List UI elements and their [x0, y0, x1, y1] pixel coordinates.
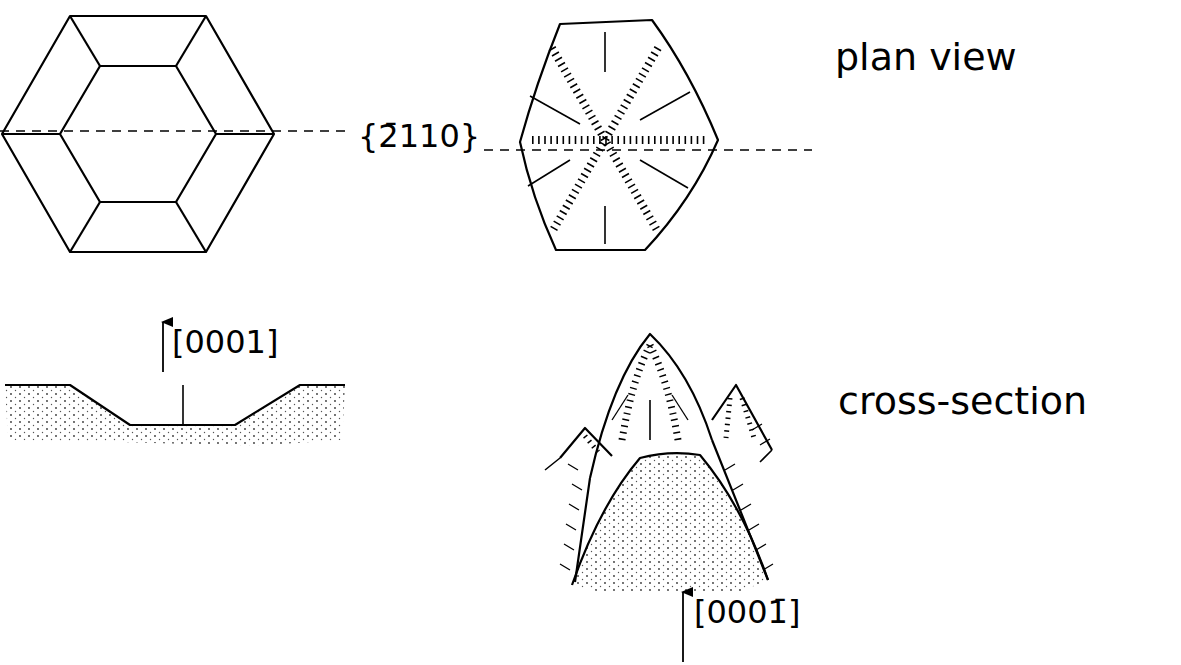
pit-hexagon [2, 16, 274, 252]
view-label: plan view [835, 38, 1017, 76]
hillock-plan [520, 20, 718, 250]
direction-index: [0001̄] [694, 596, 800, 628]
hillock-section [545, 334, 773, 592]
view-label: cross-section [838, 382, 1087, 420]
plane-index: {2̄110} [356, 120, 482, 152]
direction-index: [0001] [172, 326, 278, 358]
axis-arrow [162, 322, 164, 372]
section-line [468, 149, 812, 151]
pit-section [5, 385, 345, 446]
section-line [0, 130, 350, 132]
axis-arrow [682, 592, 684, 662]
